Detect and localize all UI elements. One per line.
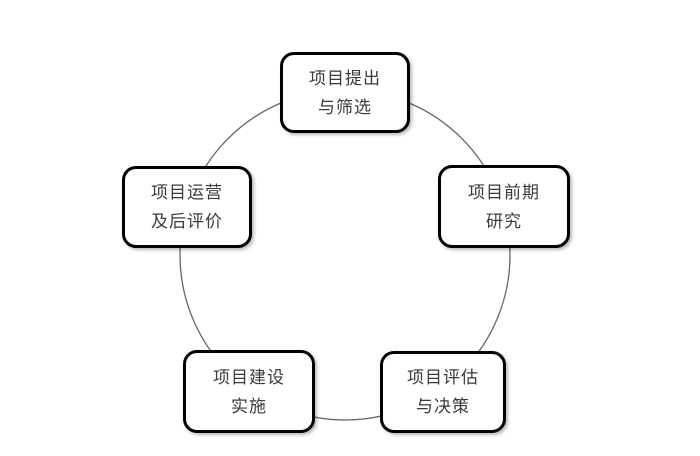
node-label-line: 项目评估: [407, 368, 479, 387]
node-label-line: 项目建设: [213, 367, 285, 387]
node-label-line: 项目提出: [309, 68, 381, 88]
node-project-operation-post-evaluation: 项目运营 及后评价: [122, 166, 252, 248]
node-label-line: 研究: [486, 211, 522, 231]
node-label-line: 与决策: [416, 397, 470, 416]
node-project-evaluation-decision: 项目评估 与决策: [380, 351, 506, 433]
node-label-line: 项目运营: [151, 183, 223, 202]
node-project-preliminary-research: 项目前期 研究: [438, 165, 570, 248]
node-project-construction-implementation: 项目建设 实施: [183, 350, 315, 433]
node-label-line: 及后评价: [151, 212, 223, 231]
node-label-line: 与筛选: [318, 97, 372, 117]
node-label-line: 实施: [231, 396, 267, 416]
node-project-proposal-screening: 项目提出 与筛选: [280, 52, 410, 133]
node-label-line: 项目前期: [468, 182, 540, 202]
